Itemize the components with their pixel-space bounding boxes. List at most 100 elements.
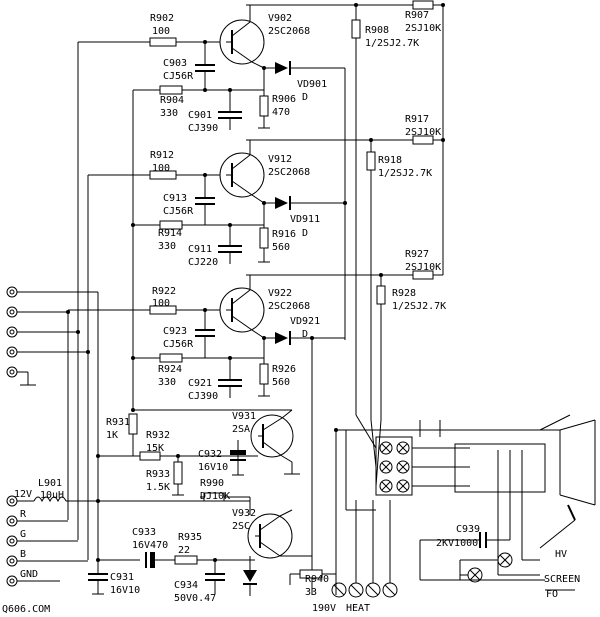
- label-r931: R931: [106, 417, 130, 428]
- label-r927: R927: [405, 249, 429, 260]
- resistor-r918: [366, 151, 376, 171]
- label-r933: R933: [146, 469, 170, 480]
- label-r922: R922: [152, 286, 176, 297]
- resistor-r902: [149, 37, 177, 47]
- resistor-r904: [159, 85, 183, 95]
- label-r940-value: 33: [305, 587, 317, 598]
- label-c911: C911: [188, 244, 212, 255]
- resistor-r931: [128, 413, 138, 435]
- label-c901-value: CJ390: [188, 123, 218, 134]
- label-r912-value: 100: [152, 163, 170, 174]
- label-v922: V922: [268, 288, 292, 299]
- label-c932: C932: [198, 449, 222, 460]
- label-r912: R912: [150, 150, 174, 161]
- label-g-input: G: [20, 529, 26, 540]
- label-12v: 12V: [14, 489, 32, 500]
- label-r914-value: 330: [158, 241, 176, 252]
- label-r990-value: DJ10K: [200, 491, 230, 502]
- label-v902-type: 2SC2068: [268, 26, 310, 37]
- label-c921-value: CJ390: [188, 391, 218, 402]
- label-site-watermark: Q606.COM: [2, 604, 50, 615]
- resistor-r907: [412, 0, 434, 10]
- label-r916: R916: [272, 229, 296, 240]
- resistor-r926: [259, 363, 269, 385]
- label-r935-value: 22: [178, 545, 190, 556]
- label-r918-value: 1/2SJ2.7K: [378, 168, 432, 179]
- label-c939-value: 2KV1000: [436, 538, 478, 549]
- label-r906: R906: [272, 94, 296, 105]
- resistor-r914: [159, 220, 183, 230]
- resistor-r916: [259, 227, 269, 249]
- resistor-r924: [159, 353, 183, 363]
- label-v912-type: 2SC2068: [268, 167, 310, 178]
- label-r932-value: 15K: [146, 443, 164, 454]
- label-c923: C923: [163, 326, 187, 337]
- label-v932: V932: [232, 508, 256, 519]
- transistor-v931: [250, 414, 294, 458]
- label-screen: SCREEN: [544, 574, 580, 585]
- label-v931-type: 2SA: [232, 424, 250, 435]
- label-r916-value: 560: [272, 242, 290, 253]
- label-r932: R932: [146, 430, 170, 441]
- label-hv: HV: [555, 549, 567, 560]
- label-v922-type: 2SC2068: [268, 301, 310, 312]
- label-c913: C913: [163, 193, 187, 204]
- label-c932-value: 16V10: [198, 462, 228, 473]
- label-b-input: B: [20, 549, 26, 560]
- label-r931-value: 1K: [106, 430, 118, 441]
- label-gnd-input: GND: [20, 569, 38, 580]
- label-vd921-d: D: [302, 329, 308, 340]
- stage-v912: [87, 135, 434, 420]
- inductor-l901: [33, 496, 67, 503]
- resistor-r927: [412, 270, 434, 280]
- label-r990: R990: [200, 478, 224, 489]
- label-r908: R908: [365, 25, 389, 36]
- label-fo: FO: [546, 589, 558, 600]
- label-c934-value: 50V0.47: [174, 593, 216, 604]
- label-r940: R940: [305, 574, 329, 585]
- label-c903: C903: [163, 58, 187, 69]
- label-r924: R924: [158, 364, 182, 375]
- input-connector: [6, 286, 99, 575]
- resistor-r932: [139, 451, 161, 461]
- stage-v922: [68, 270, 434, 595]
- label-r928: R928: [392, 288, 416, 299]
- label-c933: C933: [132, 527, 156, 538]
- labels: R902 100 V902 2SC2068 R908 1/2SJ2.7K R90…: [2, 10, 580, 615]
- resistor-r935: [174, 555, 198, 565]
- label-vd901-d: D: [302, 92, 308, 103]
- label-r935: R935: [178, 532, 202, 543]
- label-c923-value: CJ56R: [163, 339, 194, 350]
- label-190v: 190V: [312, 603, 336, 614]
- power-section: [6, 495, 312, 596]
- label-r907-value: 2SJ10K: [405, 23, 441, 34]
- label-r904: R904: [160, 95, 184, 106]
- label-vd911-d: D: [302, 228, 308, 239]
- label-v932-type: 2SC: [232, 521, 250, 532]
- stage-v902: [77, 0, 434, 340]
- label-c934: C934: [174, 580, 198, 591]
- label-l901: L901: [38, 478, 62, 489]
- label-v902: V902: [268, 13, 292, 24]
- label-r907: R907: [405, 10, 429, 21]
- label-r926: R926: [272, 364, 296, 375]
- label-c913-value: CJ56R: [163, 206, 194, 217]
- label-l901-value: 10uH: [40, 490, 64, 501]
- label-r906-value: 470: [272, 107, 290, 118]
- transistor-v932: [247, 513, 293, 559]
- stage-v931: [96, 408, 300, 515]
- resistor-r906: [259, 95, 269, 117]
- label-r924-value: 330: [158, 377, 176, 388]
- label-c921: C921: [188, 378, 212, 389]
- label-heat: HEAT: [346, 603, 370, 614]
- label-vd921: VD921: [290, 316, 320, 327]
- resistor-r928: [376, 285, 386, 305]
- label-vd901: VD901: [297, 79, 327, 90]
- label-c931: C931: [110, 572, 134, 583]
- label-r928-value: 1/2SJ2.7K: [392, 301, 446, 312]
- label-v912: V912: [268, 154, 292, 165]
- label-r917-value: 2SJ10K: [405, 127, 441, 138]
- label-r902: R902: [150, 13, 174, 24]
- label-c939: C939: [456, 524, 480, 535]
- label-c933-value: 16V470: [132, 540, 168, 551]
